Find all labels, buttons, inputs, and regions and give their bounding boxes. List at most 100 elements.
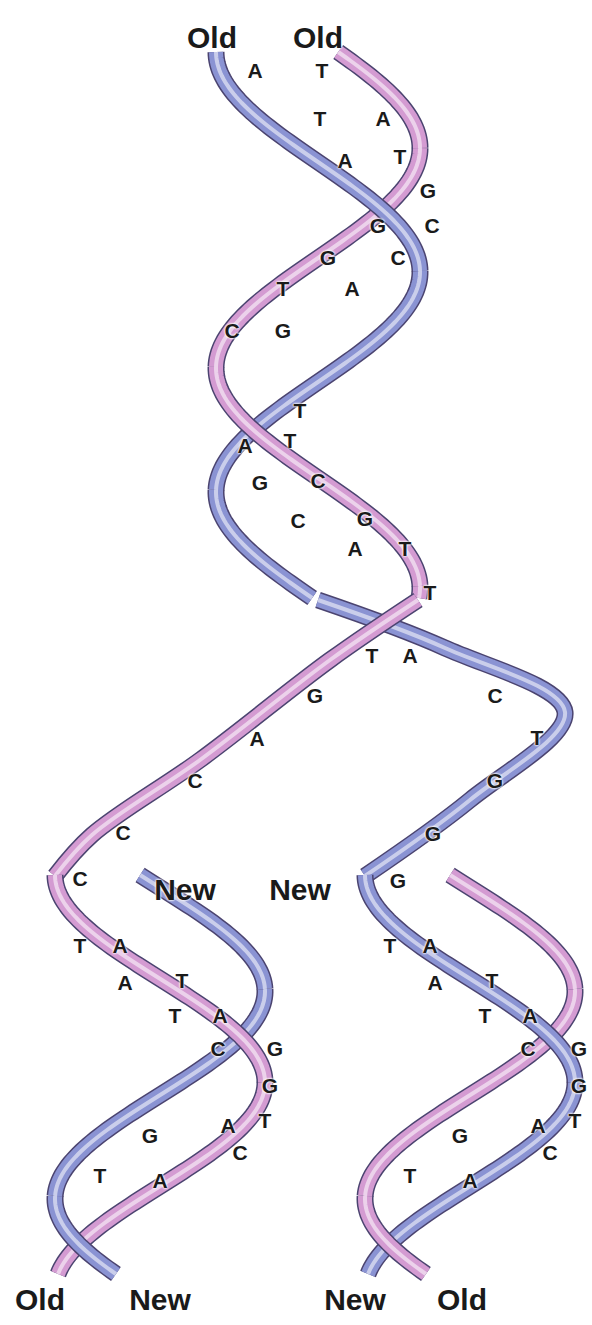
base-letter: T	[569, 1110, 582, 1131]
base-letter: G	[390, 870, 406, 891]
base-letter: C	[72, 868, 87, 889]
base-letter: C	[187, 770, 202, 791]
base-letter: A	[249, 728, 264, 749]
base-letter: T	[277, 278, 290, 299]
base-letter: T	[316, 60, 329, 81]
dna-strand	[55, 875, 265, 1082]
base-letter: G	[571, 1075, 587, 1096]
base-letter: A	[530, 1115, 545, 1136]
base-letter: T	[259, 1110, 272, 1131]
dna-strand-edge	[365, 875, 575, 1082]
strand-label: New	[269, 875, 331, 905]
strand-label: New	[129, 1285, 191, 1315]
base-letter: C	[520, 1038, 535, 1059]
base-letter: A	[112, 935, 127, 956]
strand-label: New	[324, 1285, 386, 1315]
base-letter: A	[337, 150, 352, 171]
base-letter: T	[479, 1005, 492, 1026]
dna-strand-edge	[450, 875, 575, 989]
base-letter: T	[314, 108, 327, 129]
dna-strand-edge	[338, 52, 420, 148]
dna-strand-highlight	[140, 875, 265, 989]
base-letter: A	[375, 108, 390, 129]
base-letter: G	[142, 1125, 158, 1146]
base-letter: G	[357, 508, 373, 529]
base-letter: T	[294, 400, 307, 421]
dna-strand	[216, 367, 420, 586]
dna-strand	[216, 148, 420, 367]
base-letter: C	[424, 215, 439, 236]
base-letter: G	[267, 1038, 283, 1059]
base-letter: C	[290, 510, 305, 531]
dna-strand-edge	[55, 875, 265, 1082]
base-letter: A	[117, 972, 132, 993]
base-letter: A	[347, 538, 362, 559]
base-letter: G	[252, 472, 268, 493]
base-letter: C	[210, 1038, 225, 1059]
dna-strand-highlight	[365, 1196, 426, 1274]
base-letter: A	[462, 1170, 477, 1191]
base-letter: C	[310, 470, 325, 491]
strand-label: Old	[293, 23, 343, 53]
base-letter: C	[232, 1142, 247, 1163]
base-letter: G	[571, 1038, 587, 1059]
base-letter: C	[542, 1142, 557, 1163]
base-letter: G	[425, 823, 441, 844]
base-letter: A	[212, 1005, 227, 1026]
dna-strand-highlight	[216, 52, 420, 271]
base-letter: A	[402, 645, 417, 666]
base-letter: T	[531, 727, 544, 748]
base-letter: T	[169, 1005, 182, 1026]
dna-strand-edge	[216, 52, 420, 271]
dna-strand-highlight	[450, 875, 575, 989]
base-letter: T	[399, 538, 412, 559]
dna-strand-edge	[216, 148, 420, 367]
dna-strand-highlight	[55, 600, 418, 876]
dna-strand-highlight	[365, 875, 575, 1082]
front-strands	[55, 52, 575, 1274]
dna-strand-edge	[419, 586, 420, 598]
dna-strand	[365, 1196, 426, 1274]
dna-strand-edge	[365, 1196, 426, 1274]
dna-strand-highlight	[338, 52, 420, 148]
base-letter: G	[320, 247, 336, 268]
strand-label: Old	[437, 1285, 487, 1315]
base-letter: T	[176, 970, 189, 991]
base-letter: A	[152, 1170, 167, 1191]
base-letter: C	[115, 822, 130, 843]
base-letter: T	[424, 582, 437, 603]
dna-strand-highlight	[216, 148, 420, 367]
base-letter: G	[275, 320, 291, 341]
base-letter: G	[370, 215, 386, 236]
dna-strand	[450, 875, 575, 989]
base-letter: A	[422, 935, 437, 956]
base-letter: A	[344, 278, 359, 299]
dna-strand	[216, 52, 420, 271]
strand-label: New	[154, 875, 216, 905]
dna-strand-edge	[55, 1196, 116, 1274]
base-letter: T	[284, 430, 297, 451]
base-letter: G	[307, 685, 323, 706]
strand-label: Old	[15, 1285, 65, 1315]
back-strands	[55, 148, 575, 1274]
base-letter: G	[262, 1075, 278, 1096]
dna-strand-edge	[55, 600, 418, 876]
base-letter: G	[487, 770, 503, 791]
dna-strand	[365, 875, 575, 1082]
base-letter: A	[220, 1115, 235, 1136]
dna-strand-highlight	[216, 490, 312, 598]
dna-strand-highlight	[216, 367, 420, 586]
base-letter: C	[487, 685, 502, 706]
base-letter: T	[394, 146, 407, 167]
dna-strand	[140, 875, 265, 989]
dna-strand	[338, 52, 420, 148]
dna-strand-highlight	[419, 586, 420, 598]
dna-strand-highlight	[55, 1196, 116, 1274]
base-letter: T	[94, 1165, 107, 1186]
base-letter: G	[452, 1125, 468, 1146]
dna-strand	[55, 600, 418, 876]
fork-strands	[55, 600, 565, 876]
